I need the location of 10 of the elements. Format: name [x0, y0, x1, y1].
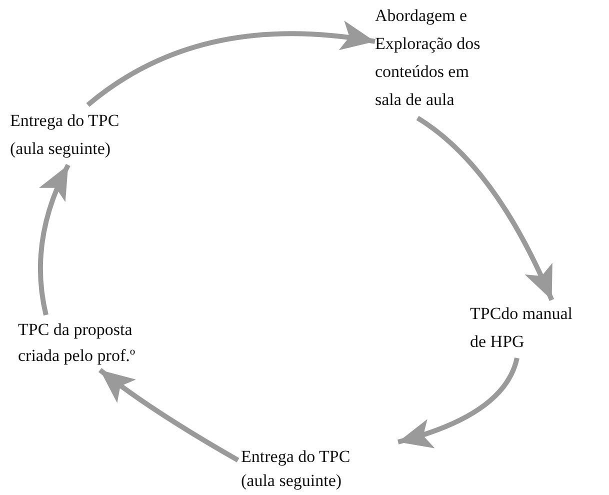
step-label: Abordagem e Exploração dos conteúdos em sala de aula — [375, 5, 482, 111]
step-label: TPC da proposta criada pelo prof.º — [18, 319, 136, 367]
curved-arrow — [98, 368, 240, 462]
curved-arrow — [38, 164, 70, 316]
step-label: Entrega do TPC (aula seguinte) — [10, 110, 120, 160]
curved-arrow — [416, 116, 554, 301]
step-label: Entrega do TPC (aula seguinte) — [241, 446, 352, 492]
curved-arrow — [86, 22, 376, 107]
curved-arrow — [397, 357, 520, 448]
step-label: TPCdo manual de HPG — [470, 303, 574, 353]
